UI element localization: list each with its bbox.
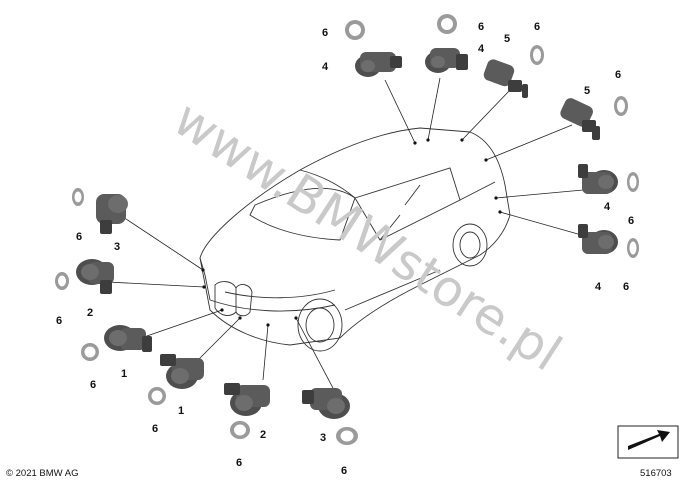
ring-left-low — [81, 343, 99, 361]
label-5-top-right: 5 — [504, 33, 510, 45]
sensor-front-3 — [302, 388, 350, 419]
ring-top-left — [345, 20, 365, 40]
label-6-right-low: 6 — [623, 281, 629, 293]
part-labels: 6 4 6 4 5 6 5 6 4 6 4 6 6 3 2 6 1 6 1 6 … — [56, 21, 634, 477]
label-6-right-mid: 6 — [628, 215, 634, 227]
car-outline — [199, 127, 511, 352]
sensor-left-low-1 — [104, 325, 152, 352]
sensor-front-1 — [160, 354, 204, 389]
ring-front-1 — [148, 387, 166, 405]
ring-front-2 — [230, 421, 250, 439]
orientation-icon — [617, 425, 679, 459]
ring-left-mid — [55, 272, 69, 290]
ring-top-right — [530, 45, 544, 65]
sensor-top-left-4 — [355, 52, 402, 77]
diagram-number: 516703 — [640, 468, 672, 479]
leader-endpoints — [201, 138, 502, 327]
label-3-left-upper: 3 — [114, 241, 120, 253]
label-1-front: 1 — [178, 405, 184, 417]
label-4-right-low: 4 — [595, 281, 602, 293]
watermark: www.BMWstore.pl — [163, 89, 571, 382]
label-3-front: 3 — [320, 432, 326, 444]
label-4-top-left: 4 — [322, 61, 329, 73]
label-6-left-low: 6 — [90, 379, 96, 391]
label-2-front: 2 — [260, 429, 266, 441]
sensor-right-upper-5 — [560, 98, 600, 140]
label-1-left-low: 1 — [121, 368, 127, 380]
label-6-front-3: 6 — [341, 465, 347, 477]
copyright-text: © 2021 BMW AG — [6, 468, 78, 479]
label-6-top-right: 6 — [534, 21, 540, 33]
label-6-front-2: 6 — [236, 457, 242, 469]
ring-right-mid — [627, 172, 639, 192]
sensor-top-center-4 — [425, 48, 468, 73]
sensor-right-mid-4 — [578, 164, 618, 194]
label-6-top-center: 6 — [478, 21, 484, 33]
label-6-front-1: 6 — [152, 423, 158, 435]
ring-top-center — [437, 14, 457, 34]
ring-front-3 — [336, 427, 358, 445]
label-5-right-upper: 5 — [584, 85, 590, 97]
sensor-top-right-5 — [483, 59, 528, 98]
sensor-left-upper-3 — [96, 194, 128, 234]
sensor-front-2 — [224, 383, 270, 416]
ring-right-low — [627, 238, 639, 258]
label-4-right-mid: 4 — [604, 201, 611, 213]
sensor-right-low-4 — [578, 224, 618, 254]
label-2-left-mid: 2 — [87, 307, 93, 319]
label-4-top-center: 4 — [478, 43, 485, 55]
label-6-left-mid: 6 — [56, 315, 62, 327]
label-6-left-upper: 6 — [76, 231, 82, 243]
label-6-top-left: 6 — [322, 27, 328, 39]
sensor-left-mid-2 — [76, 259, 114, 294]
label-6-right-upper: 6 — [615, 69, 621, 81]
leader-lines — [107, 77, 586, 391]
ring-left-upper — [72, 188, 84, 206]
ring-right-upper — [614, 96, 628, 116]
